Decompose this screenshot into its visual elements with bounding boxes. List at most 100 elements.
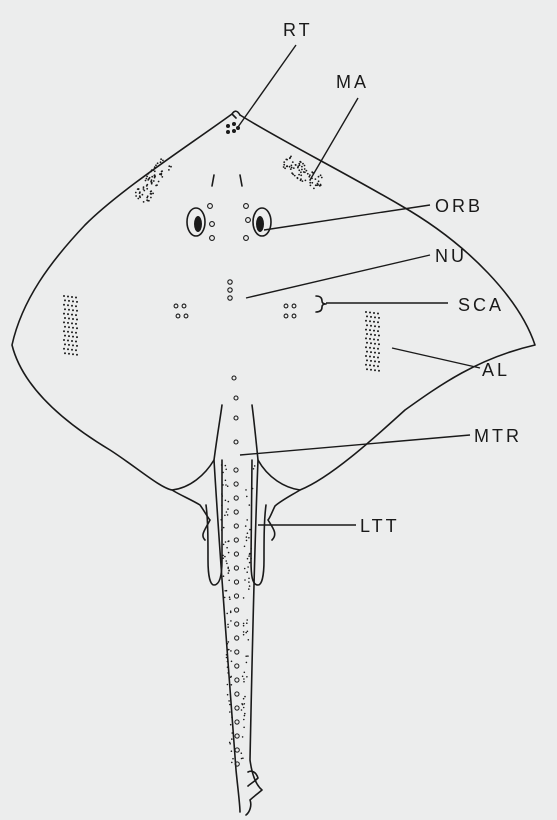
malar-thorn xyxy=(135,192,137,194)
tail-denticle xyxy=(243,623,245,625)
tail-denticle xyxy=(247,532,249,534)
alar-thorn xyxy=(71,340,73,342)
label-al: AL xyxy=(482,360,510,380)
tail-denticle xyxy=(227,514,229,516)
alar-thorn xyxy=(370,342,372,344)
tail-denticle xyxy=(244,672,246,674)
disc-outline xyxy=(12,114,535,490)
malar-thorn xyxy=(146,185,148,187)
alar-thorn xyxy=(373,330,375,332)
alar-thorn xyxy=(369,338,371,340)
alar-thorn xyxy=(366,333,368,335)
malar-thorn xyxy=(152,169,154,171)
tail-thorn xyxy=(234,482,238,486)
alar-thorn xyxy=(68,300,70,302)
alar-thorn xyxy=(68,318,70,320)
malar-thorn xyxy=(150,197,152,199)
alar-thorn xyxy=(365,320,367,322)
tail-denticle xyxy=(246,622,248,624)
tail-thorn xyxy=(235,608,239,612)
tail-denticle xyxy=(226,657,228,659)
label-orb: ORB xyxy=(435,196,483,216)
alar-thorn xyxy=(71,314,73,316)
tail-denticle xyxy=(253,468,255,470)
malar-thorn xyxy=(154,175,156,177)
alar-thorn xyxy=(377,357,379,359)
tail-denticle xyxy=(241,752,243,754)
tail-denticle xyxy=(227,626,229,628)
malar-thorn xyxy=(290,168,292,170)
malar-thorn xyxy=(160,173,162,175)
tail-denticle xyxy=(225,500,227,502)
tail-denticle xyxy=(254,465,256,467)
alar-thorn xyxy=(76,345,78,347)
malar-thorn xyxy=(139,195,141,197)
tail-denticle xyxy=(249,553,251,555)
alar-thorn xyxy=(72,336,74,338)
alar-thorn xyxy=(378,361,380,363)
tail-denticle xyxy=(243,707,245,709)
alar-thorn xyxy=(64,317,66,319)
label-mtr: MTR xyxy=(474,426,522,446)
tail-denticle xyxy=(227,508,229,510)
malar-thorn xyxy=(146,176,148,178)
malar-thorn xyxy=(300,171,302,173)
tail-denticle xyxy=(248,578,250,580)
tail-denticle xyxy=(228,641,230,643)
malar-thorn xyxy=(291,172,293,174)
tail-denticle xyxy=(221,464,223,466)
alar-thorn xyxy=(67,331,69,333)
tail-denticle xyxy=(243,631,245,633)
tail-denticle xyxy=(225,465,227,467)
malar-thorn xyxy=(146,197,148,199)
malar-thorn xyxy=(305,180,307,182)
alar-thorn xyxy=(365,337,367,339)
alar-thorn xyxy=(374,334,376,336)
tail-denticle xyxy=(241,703,243,705)
tail-denticle xyxy=(227,672,229,674)
alar-thorn xyxy=(374,325,376,327)
alar-thorn xyxy=(64,299,66,301)
tail-denticle xyxy=(249,529,251,531)
right-eye xyxy=(253,208,271,236)
alar-thorn xyxy=(67,348,69,350)
right-alar-patch xyxy=(365,311,380,372)
malar-thorn xyxy=(298,169,300,171)
alar-thorn xyxy=(67,313,69,315)
alar-thorn xyxy=(72,300,74,302)
tail-denticle xyxy=(229,743,231,745)
tail-denticle xyxy=(229,711,231,713)
alar-thorn xyxy=(71,322,73,324)
malar-thorn xyxy=(311,182,313,184)
alar-thorn xyxy=(378,326,380,328)
malar-thorn xyxy=(297,165,299,167)
alar-thorn xyxy=(63,304,65,306)
alar-thorn xyxy=(64,308,66,310)
alar-thorn xyxy=(68,335,70,337)
malar-thorn xyxy=(148,200,150,202)
rostral-mark-left xyxy=(212,175,214,186)
tail-denticle xyxy=(246,676,248,678)
alar-thorn xyxy=(75,323,77,325)
tail-denticle xyxy=(226,654,228,656)
tail-denticle xyxy=(227,661,229,663)
alar-thorn xyxy=(377,348,379,350)
tail-denticle xyxy=(244,696,246,698)
alar-thorn xyxy=(366,368,368,370)
malar-thorn xyxy=(300,174,302,176)
tail-denticle xyxy=(231,750,233,752)
tail-denticle xyxy=(248,555,250,557)
alar-thorn xyxy=(63,295,65,297)
tail-thorn xyxy=(235,748,239,752)
tail-denticle xyxy=(245,632,247,634)
tail-denticle xyxy=(245,655,247,657)
alar-thorn xyxy=(366,359,368,361)
tail-denticle xyxy=(242,676,244,678)
tail-denticle xyxy=(246,619,248,621)
alar-thorn xyxy=(75,349,77,351)
alar-thorn xyxy=(378,317,380,319)
alar-thorn xyxy=(64,352,66,354)
malar-thorn xyxy=(161,171,163,173)
tail-denticle xyxy=(221,505,223,507)
